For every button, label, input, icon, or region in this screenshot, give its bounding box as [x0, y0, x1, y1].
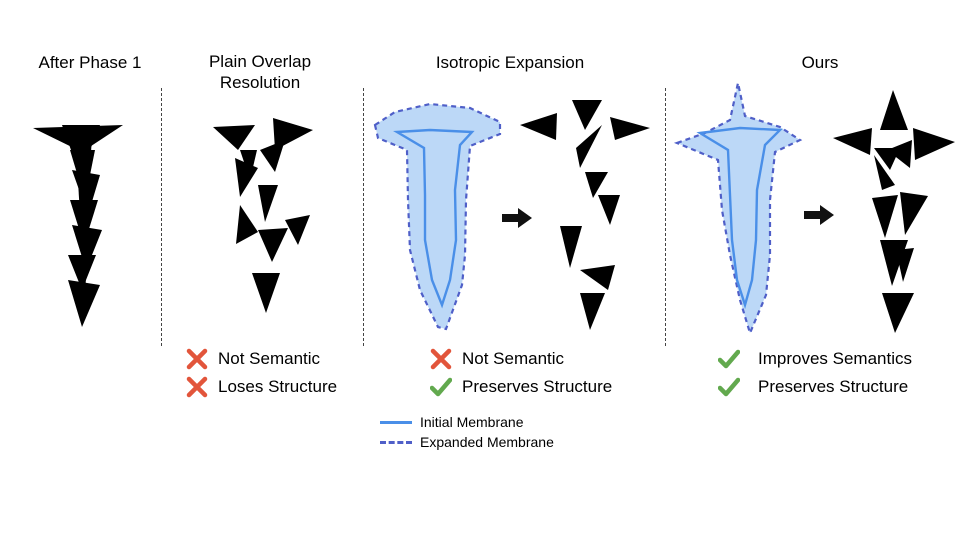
title-isotropic-expansion: Isotropic Expansion: [435, 53, 585, 72]
title-plain-line1: Plain Overlap: [208, 52, 312, 71]
isotropic-outcome-1: Not Semantic: [430, 348, 564, 370]
ours-outcome-1-label: Improves Semantics: [758, 349, 912, 368]
check-icon: [430, 377, 452, 397]
divider-3: [665, 88, 666, 346]
plain-outcome-1: Not Semantic: [186, 348, 320, 370]
ours-membrane: [673, 82, 803, 337]
legend-expanded-label: Expanded Membrane: [420, 434, 554, 450]
cross-icon: [186, 348, 208, 370]
isotropic-outcome-2: Preserves Structure: [430, 376, 612, 398]
title-plain-line2: Resolution: [219, 73, 301, 92]
isotropic-result-triangles: [520, 100, 650, 330]
title-ours: Ours: [801, 53, 839, 72]
ours-initial-membrane: [696, 126, 783, 310]
isotropic-outcome-2-label: Preserves Structure: [462, 377, 613, 396]
divider-2: [363, 88, 364, 346]
isotropic-membrane: [373, 102, 502, 331]
divider-1: [161, 88, 162, 346]
plain-outcome-2: Loses Structure: [186, 376, 337, 398]
check-icon: [718, 349, 740, 369]
isotropic-arrow-icon: [502, 208, 532, 228]
legend-initial-label: Initial Membrane: [420, 414, 524, 430]
ours-expanded-membrane: [673, 82, 803, 337]
plain-outcome-1-label: Not Semantic: [218, 349, 321, 368]
ours-arrow-icon: [804, 205, 834, 225]
ours-result-triangles: [833, 90, 955, 333]
ours-outcome-2: Preserves Structure: [718, 376, 908, 398]
legend-dashed-line: [380, 440, 412, 444]
ours-outcome-2-label: Preserves Structure: [758, 377, 909, 396]
phase1-overlapped-triangles: [33, 125, 123, 327]
isotropic-expanded-membrane: [373, 102, 502, 331]
legend-expanded-membrane: Expanded Membrane: [380, 433, 554, 451]
plain-outcome-2-label: Loses Structure: [218, 377, 338, 396]
title-after-phase-1: After Phase 1: [38, 53, 142, 72]
isotropic-outcome-1-label: Not Semantic: [462, 349, 565, 368]
check-icon: [718, 377, 740, 397]
legend-initial-membrane: Initial Membrane: [380, 413, 524, 431]
cross-icon: [430, 348, 452, 370]
legend-solid-line: [380, 420, 412, 424]
title-plain-overlap-resolution: Plain Overlap Resolution: [190, 51, 330, 93]
cross-icon: [186, 376, 208, 398]
ours-outcome-1: Improves Semantics: [718, 348, 912, 370]
plain-scattered-triangles: [213, 118, 313, 313]
isotropic-initial-membrane: [393, 128, 475, 309]
